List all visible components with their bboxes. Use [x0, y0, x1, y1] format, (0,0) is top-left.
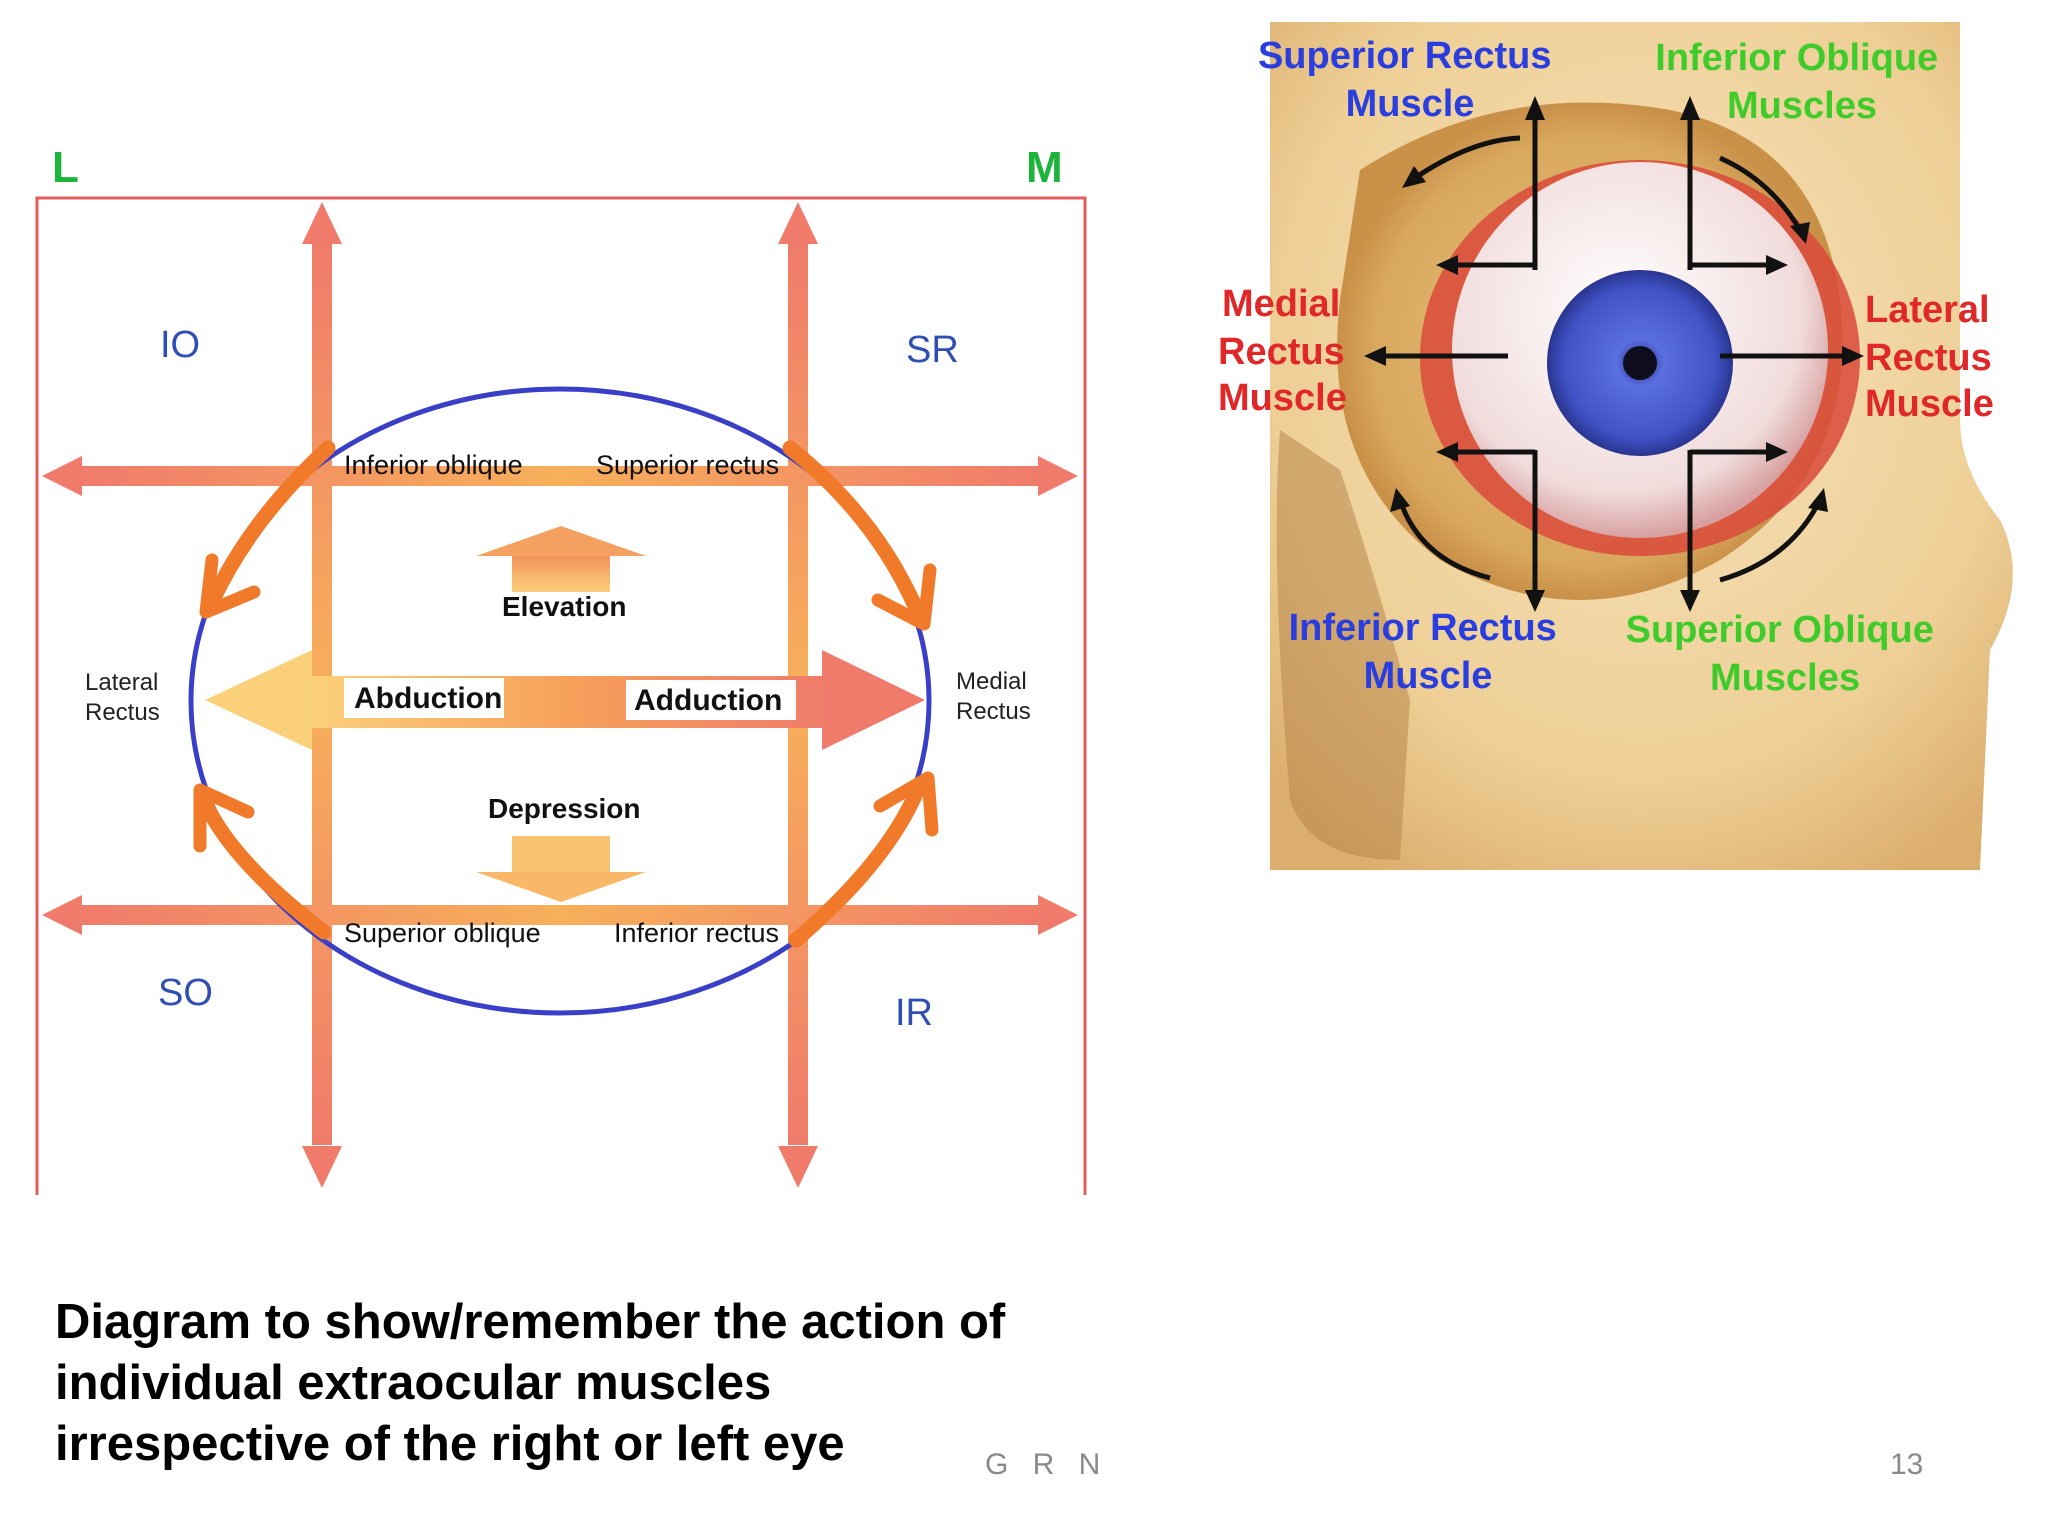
label-depression: Depression [488, 793, 641, 824]
curved-arrow-top-right [782, 440, 937, 631]
label-inferior-oblique-muscles: Inferior Oblique Muscles [1655, 37, 1948, 127]
label-lateral-rectus: Lateral Rectus [85, 669, 165, 726]
slide-caption: Diagram to show/remember the action of i… [55, 1292, 1075, 1475]
label-lateral-rectus-muscle: Lateral Rectus Muscle [1865, 289, 2002, 425]
muscle-arrows [1364, 96, 1864, 612]
label-superior-rectus-muscle: Superior Rectus Muscle [1258, 35, 1562, 125]
quadrant-label-ir: IR [895, 992, 933, 1034]
label-inferior-rectus: Inferior rectus [614, 918, 779, 948]
label-abduction: Abduction [354, 682, 502, 715]
label-inferior-rectus-muscle: Inferior Rectus Muscle [1289, 607, 1568, 697]
label-superior-oblique-muscles: Superior Oblique Muscles [1626, 609, 1945, 699]
caption-line: Diagram to show/remember the action of [55, 1295, 1006, 1349]
pupil [1623, 346, 1657, 380]
eye-circle [188, 386, 932, 1016]
caption-line: individual extraocular muscles [55, 1356, 772, 1410]
curved-arrow-bottom-right [788, 771, 939, 948]
corner-label-right: M [1026, 143, 1063, 192]
diagram-frame [35, 196, 1087, 1195]
quadrant-label-so: SO [158, 972, 213, 1014]
label-adduction: Adduction [634, 684, 782, 717]
label-elevation: Elevation [502, 591, 626, 622]
page-number: 13 [1890, 1448, 1924, 1481]
footer-author: G R N [985, 1448, 1109, 1481]
label-superior-oblique: Superior oblique [344, 918, 541, 948]
depression-arrow [476, 836, 646, 902]
quadrant-label-io: IO [160, 324, 200, 366]
label-medial-rectus-muscle: Medial Rectus Muscle [1218, 283, 1355, 419]
abduction-adduction-arrow [205, 650, 925, 750]
eye-movement-diagram: L M IO SR SO IR Inferior oblique Superio… [35, 143, 1087, 1195]
corner-label-left: L [52, 143, 79, 192]
horizontal-arrow-top [42, 456, 1078, 496]
label-superior-rectus: Superior rectus [596, 450, 779, 480]
caption-line: irrespective of the right or left eye [55, 1417, 845, 1471]
quadrant-label-sr: SR [906, 329, 959, 371]
orbit-illustration: Superior Rectus Muscle Inferior Oblique … [1218, 22, 2013, 870]
label-medial-rectus: Medial Rectus [956, 668, 1033, 725]
skull-shadow [1276, 430, 1410, 860]
curved-arrow-bottom-left [193, 783, 332, 940]
curved-arrow-top-left [199, 440, 336, 619]
label-inferior-oblique: Inferior oblique [344, 450, 523, 480]
elevation-arrow [476, 526, 646, 592]
